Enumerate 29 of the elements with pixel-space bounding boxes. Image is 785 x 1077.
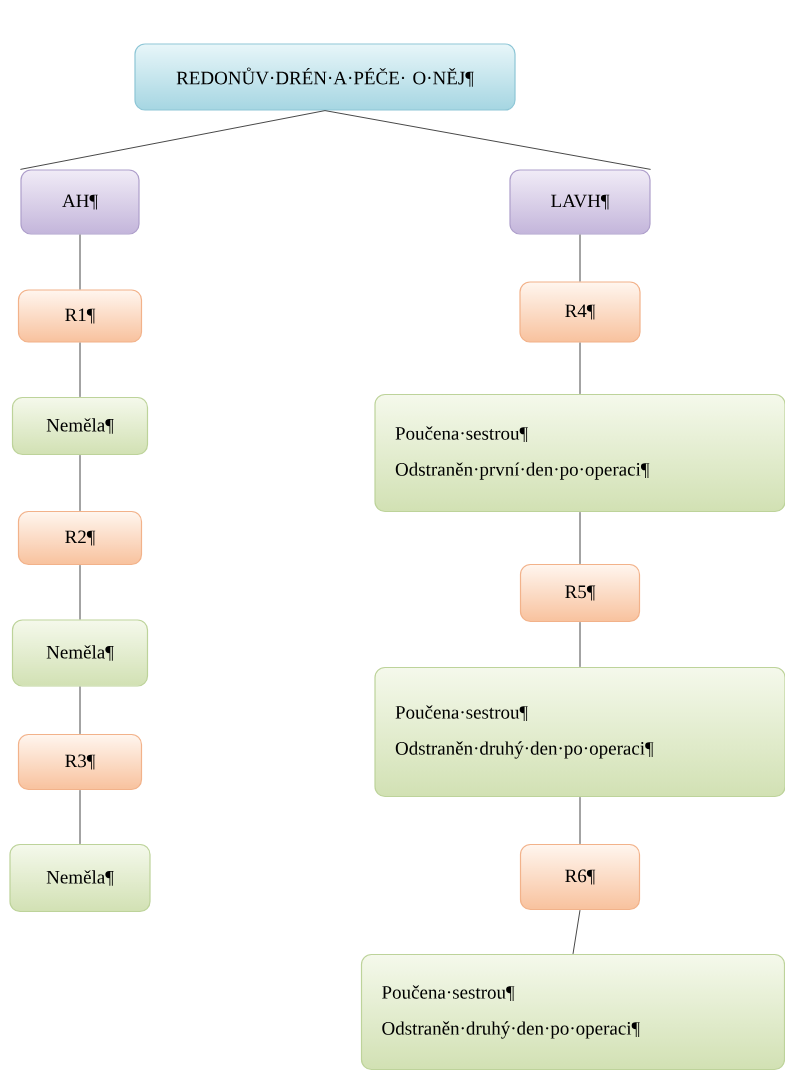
connector-line <box>19 110 326 170</box>
result-box: Neměla¶ <box>11 619 149 687</box>
connector-line <box>579 796 581 845</box>
connector-line <box>324 110 652 170</box>
connector-line <box>79 454 81 512</box>
label-box: R1¶ <box>17 289 143 343</box>
connector-line <box>79 234 81 290</box>
connector-line <box>579 342 581 395</box>
label-box: R5¶ <box>519 563 641 623</box>
connector-line <box>572 909 581 955</box>
result-box: Poučena·sestrou¶ Odstraněn·druhý·den·po·operaci¶ <box>360 953 785 1071</box>
connector-line <box>579 234 581 282</box>
connector-line <box>579 621 581 668</box>
connector-line <box>79 789 81 845</box>
connector-line <box>79 564 81 620</box>
branch-box: LAVH¶ <box>509 169 651 235</box>
label-box: R2¶ <box>17 510 143 566</box>
label-box: R4¶ <box>519 281 641 343</box>
connector-line <box>579 511 581 565</box>
branch-box: AH¶ <box>20 169 140 235</box>
label-box: R6¶ <box>519 843 641 911</box>
result-box: Neměla¶ <box>11 396 149 456</box>
label-box: R3¶ <box>17 733 143 791</box>
connector-line <box>79 686 81 735</box>
title-box: REDONŮV·DRÉN·A·PÉČE· O·NĚJ¶ <box>134 43 516 111</box>
result-box: Neměla¶ <box>9 843 151 913</box>
result-box: Poučena·sestrou¶ Odstraněn·první·den·po·operaci¶ <box>374 393 785 513</box>
connector-line <box>79 342 81 398</box>
result-box: Poučena·sestrou¶ Odstraněn·druhý·den·po·operaci¶ <box>374 666 785 798</box>
